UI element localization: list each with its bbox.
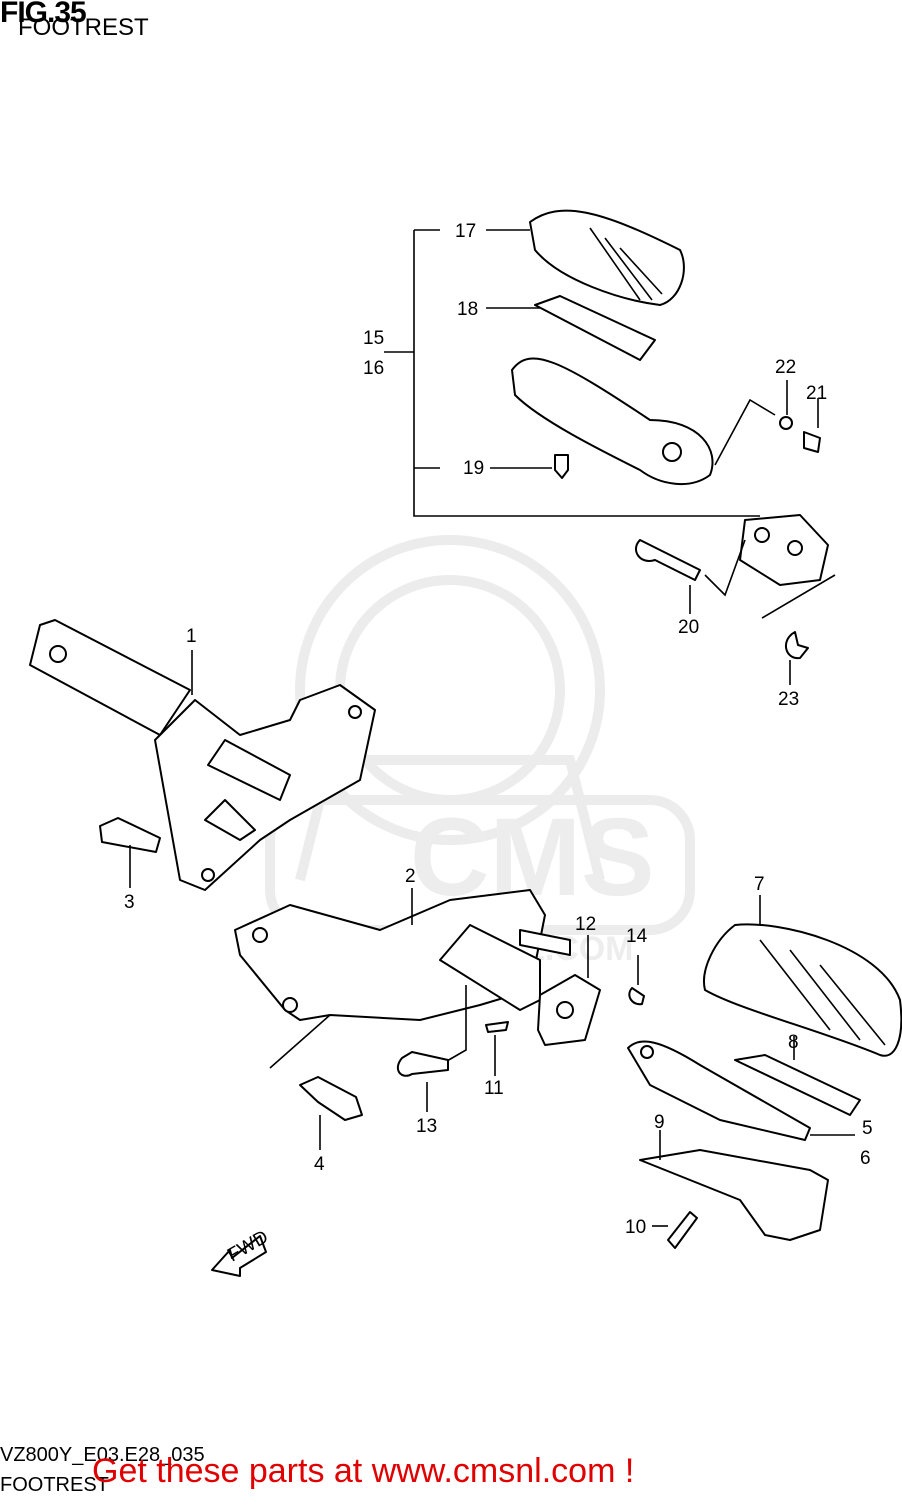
callout-15: 15	[363, 328, 384, 349]
pin-20	[635, 539, 701, 581]
footrest-9	[639, 1149, 829, 1241]
clip-23	[785, 631, 809, 660]
figure-label: FIG.35	[0, 0, 87, 29]
callout-7: 7	[754, 874, 765, 895]
callout-17: 17	[455, 221, 476, 242]
clip-14	[628, 987, 645, 1006]
front-footrest-body	[627, 1040, 811, 1141]
footer-subtitle: FOOTREST	[0, 1474, 109, 1496]
washer-11	[485, 1021, 509, 1033]
bracket-2	[234, 889, 571, 1069]
rear-footrest-body	[511, 357, 714, 486]
promo-link[interactable]: Get these parts at www.cmsnl.com !	[92, 1452, 635, 1490]
callout-12: 12	[575, 914, 596, 935]
callout-22: 22	[775, 357, 796, 378]
plate-8	[734, 1054, 861, 1116]
diagram-subtitle: FOOTREST	[18, 14, 149, 41]
callout-18: 18	[457, 299, 478, 320]
callout-23: 23	[778, 689, 799, 710]
ball-22	[779, 416, 793, 430]
callout-19: 19	[463, 458, 484, 479]
callout-4: 4	[314, 1154, 325, 1175]
spring-21	[803, 431, 821, 453]
callout-20: 20	[678, 617, 699, 638]
plate-18	[534, 295, 656, 361]
callout-8: 8	[788, 1032, 799, 1053]
front-footrest-assembly: FWD	[211, 923, 902, 1277]
pin-13	[396, 1051, 449, 1077]
callout-10: 10	[625, 1217, 646, 1238]
bolt-19	[554, 454, 569, 479]
drawing-code: VZ800Y_E03.E28_035	[0, 1444, 205, 1466]
leader-lines	[129, 229, 855, 1227]
bracket-1	[29, 619, 376, 891]
callout-16: 16	[363, 358, 384, 379]
callouts: 17 18 15 16 19 22 21 20 23 1 3 2 7 12 14…	[124, 221, 873, 1238]
fwd-arrow-icon	[211, 1235, 267, 1277]
callout-2: 2	[405, 866, 416, 887]
bolt-10	[667, 1211, 698, 1249]
callout-21: 21	[806, 383, 827, 404]
callout-9: 9	[654, 1112, 665, 1133]
callout-3: 3	[124, 892, 135, 913]
callout-6: 6	[860, 1148, 871, 1169]
callout-5: 5	[862, 1118, 873, 1139]
rubber-7	[703, 923, 902, 1057]
rubber-17	[529, 209, 685, 306]
bolt-3	[99, 817, 161, 853]
callout-13: 13	[416, 1116, 437, 1137]
bolt-4	[299, 1076, 363, 1121]
callout-1: 1	[186, 626, 197, 647]
callout-14: 14	[626, 926, 648, 947]
callout-11: 11	[484, 1078, 504, 1099]
rear-footrest-assembly	[384, 209, 836, 660]
rear-bracket	[739, 514, 829, 586]
